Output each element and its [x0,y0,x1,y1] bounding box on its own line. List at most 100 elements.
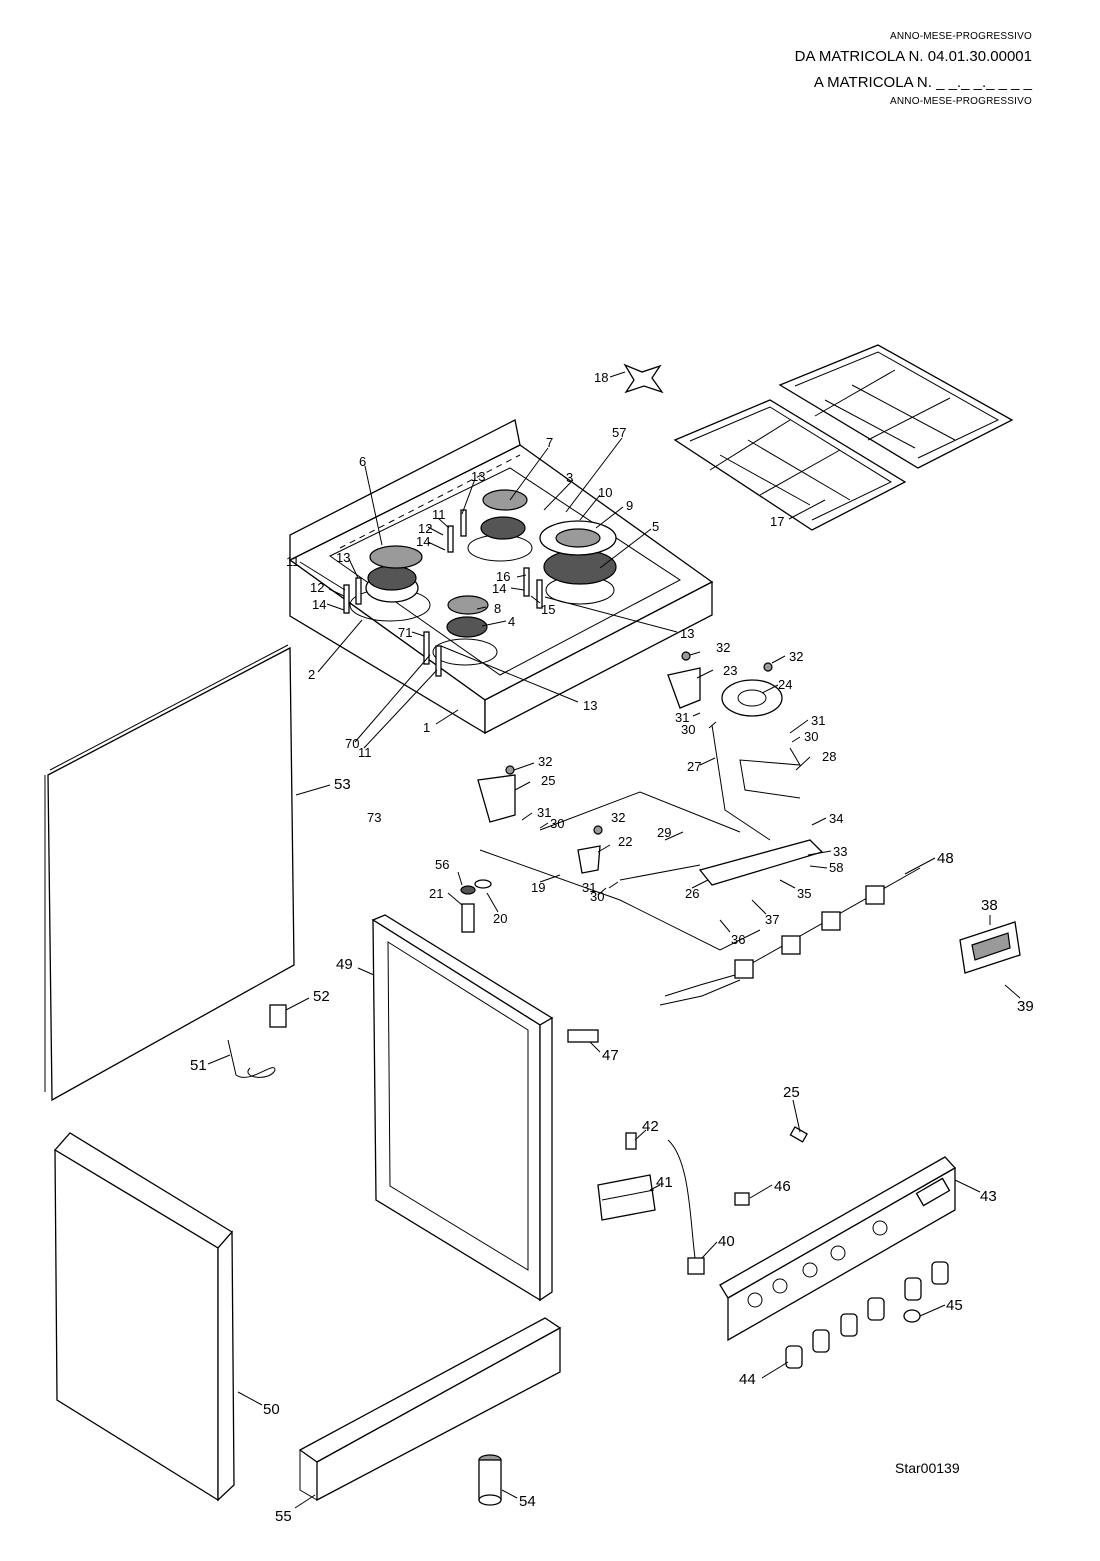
anno-mese-label-bottom: ANNO-MESE-PROGRESSIVO [890,96,1032,107]
part-label-51: 51 [190,1057,207,1074]
part-label-18: 18 [594,370,608,385]
gas-inlet-fitting [460,879,492,933]
part-label-36: 36 [731,932,745,947]
part-label-55: 55 [275,1508,292,1525]
part-label-30c: 30 [550,816,564,831]
part-label-32b: 32 [789,649,803,664]
part-label-39: 39 [1017,998,1034,1015]
part-label-33: 33 [833,844,847,859]
switch-components [625,1126,808,1275]
part-label-22: 22 [618,834,632,849]
part-label-56: 56 [435,857,449,872]
part-label-53: 53 [334,776,351,793]
drawing-code: Star00139 [895,1460,960,1476]
part-label-16: 16 [496,569,510,584]
part-label-14a: 14 [416,534,430,549]
part-label-30a: 30 [681,722,695,737]
power-cable [227,1039,276,1078]
part-label-14b: 14 [492,581,506,596]
part-label-24: 24 [778,677,792,692]
part-label-10: 10 [598,485,612,500]
part-label-73: 73 [367,810,381,825]
part-label-3: 3 [566,470,573,485]
part-label-57: 57 [612,425,626,440]
a-matricola-text: A MATRICOLA N. _ _._ _._ _ _ _ [813,74,1032,91]
part-label-6: 6 [359,454,366,469]
side-panel-lower [53,1132,235,1502]
pan-support-grids [673,344,1014,531]
part-label-31c: 31 [537,805,551,820]
front-frame [371,914,554,1302]
adjustable-foot [478,1454,502,1506]
burner-triple-ring [539,520,617,605]
part-label-11b: 11 [286,554,300,569]
bracket [269,1004,287,1028]
anno-mese-label-top: ANNO-MESE-PROGRESSIVO [890,31,1032,42]
part-label-43: 43 [980,1188,997,1205]
part-label-13c: 13 [680,626,694,641]
part-label-50: 50 [263,1401,280,1418]
part-label-13d: 13 [583,698,597,713]
part-label-19: 19 [531,880,545,895]
part-label-25a: 25 [541,773,555,788]
part-label-21: 21 [429,886,443,901]
part-label-11c: 11 [358,745,372,760]
part-label-41: 41 [656,1174,673,1191]
part-label-4: 4 [508,614,515,629]
part-label-13b: 13 [336,550,350,565]
part-label-31b: 31 [811,713,825,728]
hob-top [288,419,714,735]
part-label-17: 17 [770,514,784,529]
part-label-48: 48 [937,850,954,867]
clip [567,1029,599,1043]
part-label-14c: 14 [312,597,326,612]
part-label-44: 44 [739,1371,756,1388]
part-label-38: 38 [981,897,998,914]
part-label-40: 40 [718,1233,735,1250]
burner-front-left [432,595,498,666]
part-label-54: 54 [519,1493,536,1510]
part-label-52: 52 [313,988,330,1005]
part-label-12b: 12 [310,580,324,595]
part-label-5: 5 [652,519,659,534]
part-label-71: 71 [398,625,412,640]
part-label-70: 70 [345,736,359,751]
part-label-45: 45 [946,1297,963,1314]
part-label-35: 35 [797,886,811,901]
part-label-32c: 32 [538,754,552,769]
part-label-28: 28 [822,749,836,764]
part-label-2: 2 [308,667,315,682]
burner-rear-left [349,545,431,622]
part-label-15: 15 [541,602,555,617]
da-matricola-text: DA MATRICOLA N. 04.01.30.00001 [794,48,1032,65]
part-label-23: 23 [723,663,737,678]
part-label-1: 1 [423,720,430,735]
part-label-32d: 32 [611,810,625,825]
part-label-13a: 13 [471,469,485,484]
part-label-31d: 31 [582,880,596,895]
part-label-20: 20 [493,911,507,926]
part-label-37: 37 [765,912,779,927]
part-label-49: 49 [336,956,353,973]
part-label-11a: 11 [432,507,446,522]
part-label-26: 26 [685,886,699,901]
part-label-42: 42 [642,1118,659,1135]
part-label-46: 46 [774,1178,791,1195]
thermocouple-set [343,509,543,677]
burner-rear-center [467,489,533,562]
part-label-27: 27 [687,759,701,774]
side-panel [44,644,295,1102]
part-label-58: 58 [829,860,843,875]
part-label-29: 29 [657,825,671,840]
part-label-30b: 30 [804,729,818,744]
plinth [298,1317,562,1502]
timer-module [959,921,1021,974]
part-label-30d: 30 [590,889,604,904]
control-panel [719,1156,957,1342]
part-label-31a: 31 [675,710,689,725]
control-knobs [785,1261,949,1369]
terminal-block [597,1174,656,1221]
ignition-rail [659,867,921,1006]
small-pan-support [623,363,664,394]
